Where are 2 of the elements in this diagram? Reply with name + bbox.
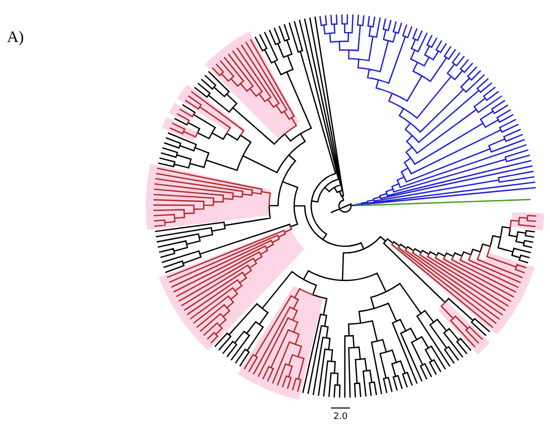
panel-label: A) bbox=[7, 30, 24, 46]
scale-bar-value: 2.0 bbox=[333, 413, 348, 422]
